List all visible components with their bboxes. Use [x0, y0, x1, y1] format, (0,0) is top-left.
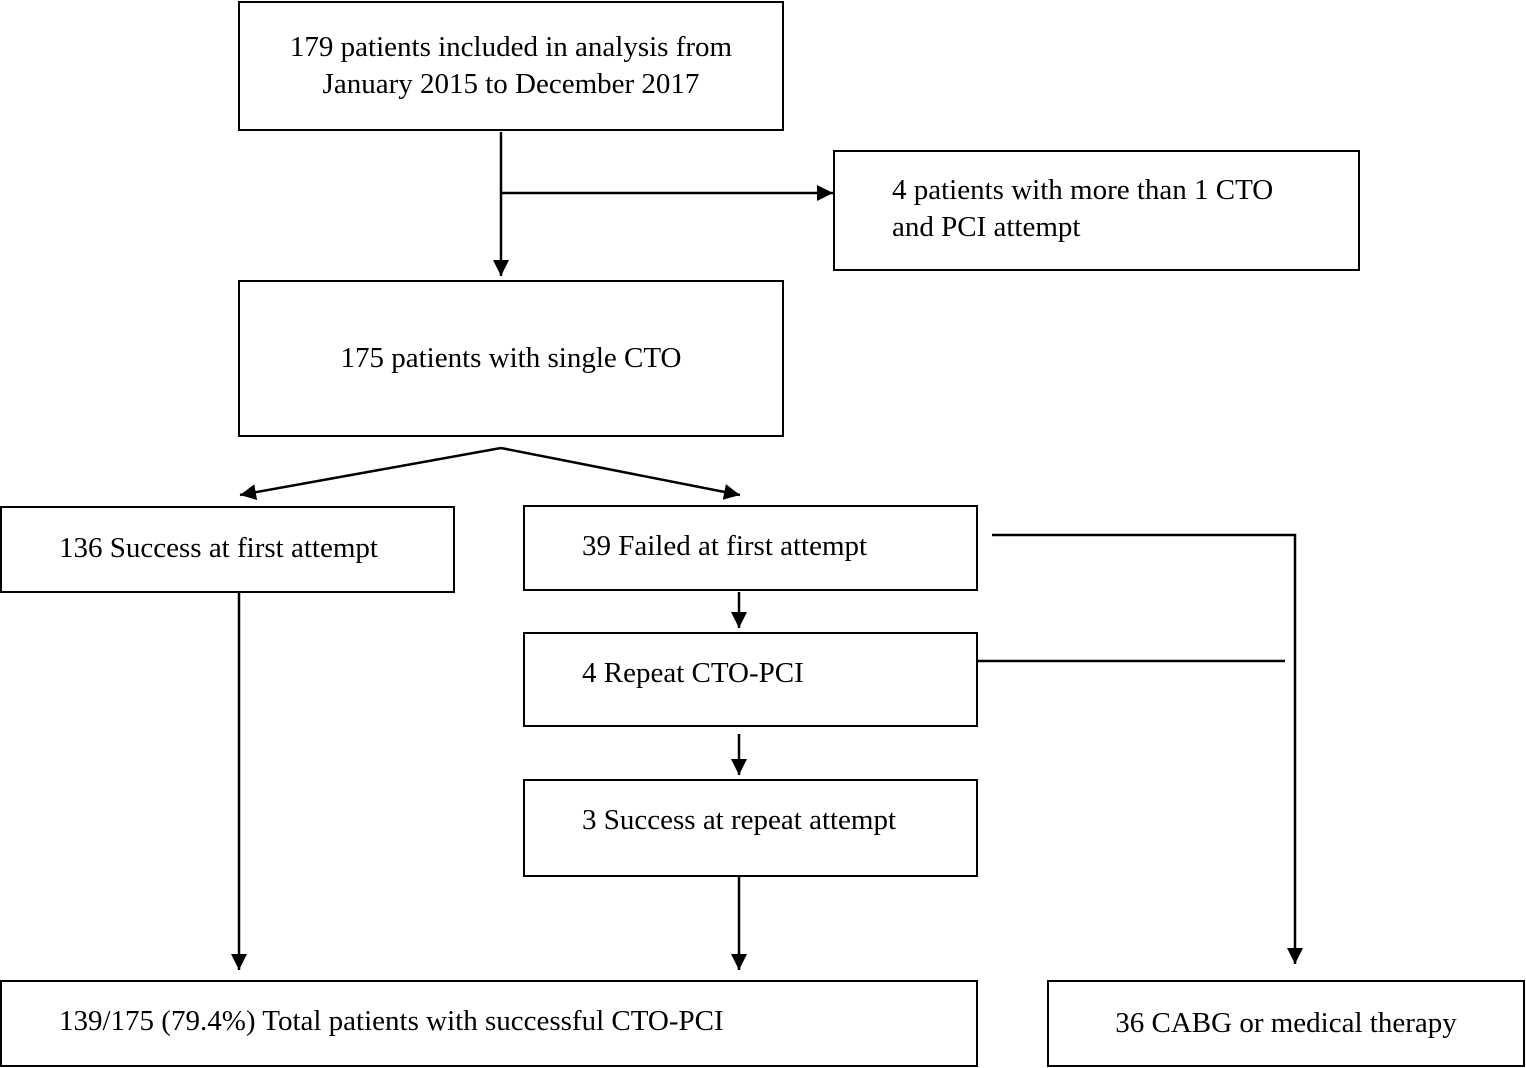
repeat-cto-pci-box: 4 Repeat CTO-PCI [523, 632, 978, 727]
failed-first-attempt-box: 39 Failed at first attempt [523, 505, 978, 591]
excluded-patients-text: 4 patients with more than 1 CTO and PCI … [892, 174, 1274, 243]
single-cto-box: 175 patients with single CTO [238, 280, 784, 437]
included-patients-box: 179 patients included in analysis from J… [238, 1, 784, 131]
cabg-medical-therapy-box: 36 CABG or medical therapy [1047, 980, 1525, 1067]
success-first-attempt-text: 136 Success at first attempt [59, 532, 378, 564]
failed-first-attempt-text: 39 Failed at first attempt [582, 530, 868, 562]
total-success-text: 139/175 (79.4%) Total patients with succ… [59, 1005, 724, 1037]
arrow-to-failed-first [500, 446, 741, 500]
single-cto-text: 175 patients with single CTO [340, 342, 682, 374]
excluded-patients-box: 4 patients with more than 1 CTO and PCI … [833, 150, 1360, 271]
total-success-box: 139/175 (79.4%) Total patients with succ… [0, 980, 978, 1067]
arrow-to-success-first [239, 446, 502, 501]
cabg-medical-therapy-text: 36 CABG or medical therapy [1115, 1007, 1457, 1039]
included-patients-text: 179 patients included in analysis from J… [289, 31, 733, 100]
connector-failed-to-cabg [992, 533, 1303, 964]
success-first-attempt-box: 136 Success at first attempt [0, 506, 455, 593]
success-repeat-attempt-box: 3 Success at repeat attempt [523, 779, 978, 877]
repeat-cto-pci-text: 4 Repeat CTO-PCI [582, 657, 804, 689]
success-repeat-attempt-text: 3 Success at repeat attempt [582, 804, 897, 836]
